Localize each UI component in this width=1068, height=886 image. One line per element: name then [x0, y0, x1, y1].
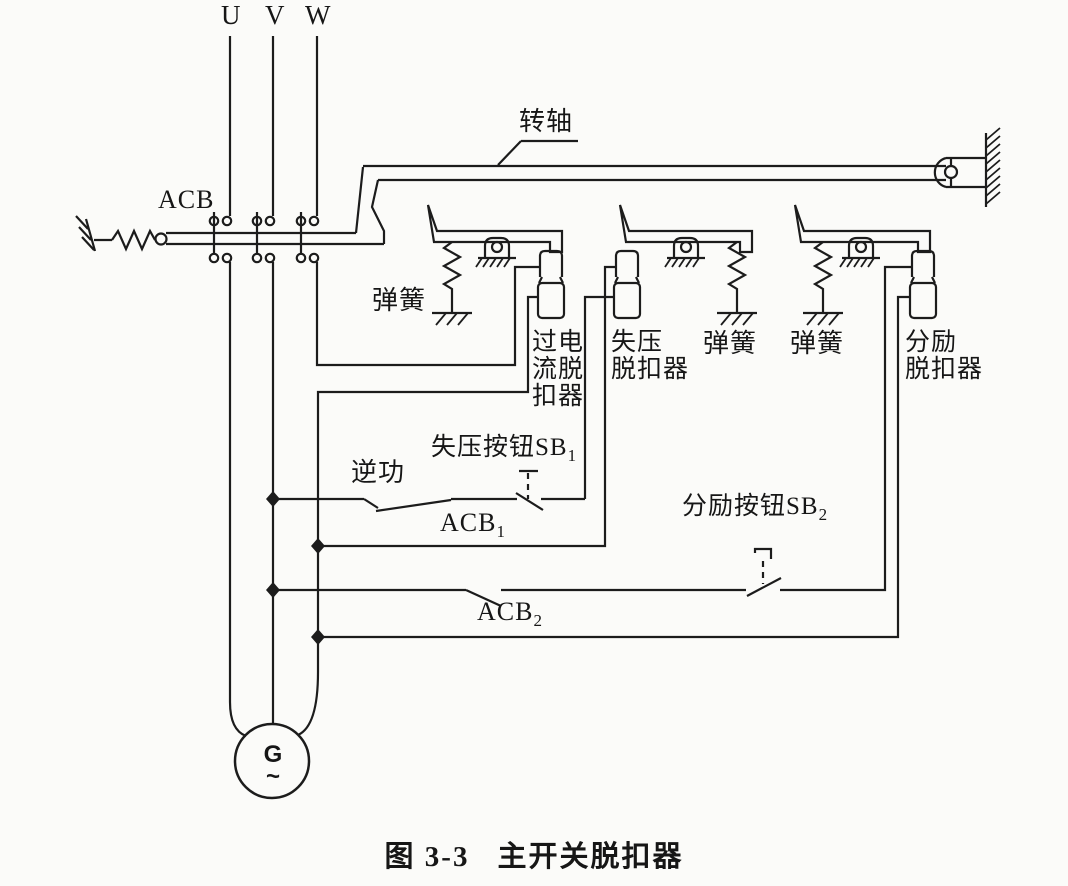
wire-w-to-oc-coil	[315, 262, 539, 367]
shaft-leader	[497, 139, 578, 166]
breaker-pole-w	[295, 212, 320, 264]
shaft	[363, 164, 946, 182]
wire-oc-return	[297, 295, 538, 737]
wire-uv-circuit	[273, 497, 585, 513]
wire-shuntcoil-return	[318, 295, 910, 639]
phase-label-u: U	[221, 0, 241, 30]
bearing-pin	[943, 164, 959, 180]
generator-symbol: G	[263, 741, 283, 768]
trip-lever-2	[618, 204, 754, 254]
overcurrent-trip-label: 过电 流脱 扣器	[532, 329, 585, 410]
overcurrent-coil	[536, 249, 566, 320]
spring-label-1: 弹簧	[372, 286, 427, 315]
undervoltage-coil	[612, 249, 642, 320]
spring-eye	[154, 232, 168, 246]
phase-label-w: W	[305, 0, 331, 30]
lever-spring-3	[803, 241, 843, 326]
breaker-spring	[111, 228, 156, 252]
lever-pivot-3	[839, 236, 880, 268]
spring-label-2: 弹簧	[703, 329, 758, 358]
caption-number: 图 3-3	[384, 841, 470, 873]
breaker-pole-u	[208, 212, 233, 264]
shaft-label: 转轴	[519, 107, 574, 136]
wire-acb1	[318, 265, 615, 548]
caption-title: 主开关脱扣器	[497, 841, 684, 873]
breaker-label: ACB	[158, 185, 215, 214]
phase-line-u	[228, 36, 247, 738]
wire-uvcoil-down	[583, 295, 614, 499]
shunt-trip-label: 分励 脱扣器	[905, 329, 984, 383]
undervoltage-trip-label: 失压 脱扣器	[611, 329, 690, 383]
phase-label-v: V	[265, 0, 285, 30]
generator-circle	[233, 722, 311, 800]
sb2-button	[746, 547, 782, 597]
junction-dots	[266, 491, 325, 645]
acb2-label: ACB2	[477, 597, 542, 631]
reverse-power-label: 逆功	[351, 458, 406, 487]
lever-spring-1	[432, 241, 472, 326]
sb2-label: 分励按钮SB2	[682, 493, 828, 524]
breaker-pole-v	[251, 212, 276, 264]
generator-wave: ~	[265, 763, 280, 790]
wall-hatch	[985, 127, 1001, 205]
wire-shunt-circuit	[273, 265, 911, 608]
anchor-wall	[75, 215, 97, 252]
lever-pivot-1	[475, 236, 516, 268]
trip-lever-3	[793, 204, 932, 254]
lever-spring-2	[717, 241, 757, 326]
acb1-label: ACB1	[440, 508, 505, 542]
figure-caption: 图 3-3 主开关脱扣器	[0, 833, 1068, 875]
spring-label-3: 弹簧	[790, 329, 845, 358]
lever-pivot-2	[664, 236, 705, 268]
sb1-button	[515, 469, 544, 511]
sb1-label: 失压按钮SB1	[431, 434, 577, 465]
shunt-coil	[908, 249, 938, 320]
crank-link	[354, 166, 386, 244]
breaker-bar	[166, 231, 384, 246]
shaft-bearing	[933, 156, 986, 189]
